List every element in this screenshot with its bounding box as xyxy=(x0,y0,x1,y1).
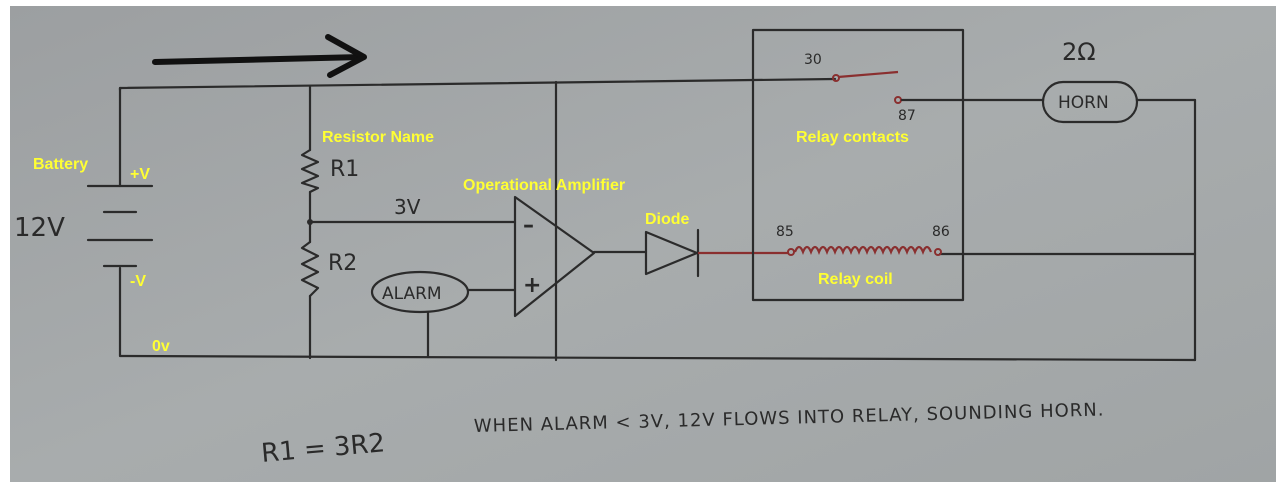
pin-87-text: 87 xyxy=(898,108,916,124)
minus-v-label: -V xyxy=(130,273,146,290)
resistor-name-label: Resistor Name xyxy=(322,129,434,146)
relay-contacts-label: Relay contacts xyxy=(796,129,909,146)
resistor-r2-symbol xyxy=(300,240,320,298)
op-amp-symbol xyxy=(513,195,596,318)
op-amp-label: Operational Amplifier xyxy=(463,177,625,194)
r2-text: R2 xyxy=(328,251,357,276)
alarm-text: ALARM xyxy=(382,284,442,304)
circuit-wires xyxy=(118,77,1197,362)
paper-background xyxy=(10,6,1276,482)
relay-coil-label: Relay coil xyxy=(818,271,893,288)
pin-86-text: 86 xyxy=(932,224,950,240)
resistor-r1-symbol xyxy=(300,148,320,194)
diode-symbol xyxy=(644,228,788,278)
horn-resistance-text: 2Ω xyxy=(1062,38,1096,66)
divider-voltage-text: 3V xyxy=(394,195,421,219)
battery-voltage-text: 12V xyxy=(14,213,65,243)
current-arrow xyxy=(152,34,367,78)
relay-coil-symbol xyxy=(787,245,942,256)
relay-box xyxy=(751,28,965,302)
alarm-ellipse xyxy=(370,270,470,314)
horn-shape xyxy=(1041,80,1139,124)
opamp-plus-text: + xyxy=(523,273,541,298)
relay-contacts-symbol xyxy=(832,70,1045,104)
diode-label: Diode xyxy=(645,211,690,228)
battery-label: Battery xyxy=(33,156,88,173)
pin-30-text: 30 xyxy=(804,52,822,68)
zero-v-label: 0v xyxy=(152,338,170,355)
horn-text: HORN xyxy=(1058,93,1109,113)
opamp-minus-text: – xyxy=(523,213,534,238)
plus-v-label: +V xyxy=(130,166,150,183)
battery-symbol xyxy=(86,184,154,268)
pin-85-text: 85 xyxy=(776,224,794,240)
r1-text: R1 xyxy=(330,157,359,182)
